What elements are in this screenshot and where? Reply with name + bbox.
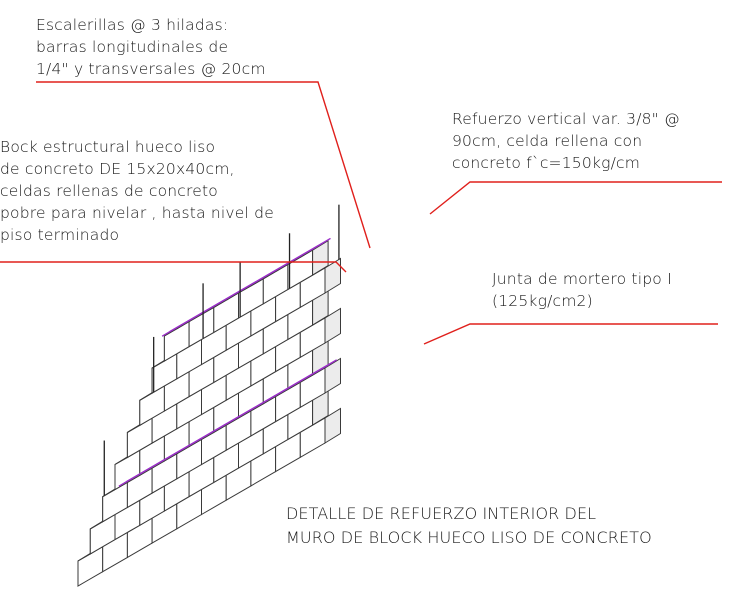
ladder-cross-bar <box>217 423 226 430</box>
vertical-rebars <box>103 204 340 496</box>
callout-line: pobre para nivelar , hasta nivel de <box>0 204 274 222</box>
callout-escalerillas: Escalerillas @ 3 hiladas: barras longitu… <box>36 14 266 80</box>
ladder-cross-bar <box>229 416 239 423</box>
ladder-cross-bar <box>279 388 288 394</box>
callout-line: 90cm, celda rellena con <box>452 132 643 150</box>
callout-line: de concreto DE 15x20x40cm, <box>0 160 235 178</box>
ladder-cross-bar <box>174 323 183 330</box>
callout-line: (125kg/cm2) <box>492 292 593 310</box>
title-line: DETALLE DE REFUERZO INTERIOR DEL <box>286 504 597 523</box>
ladder-cross-bar <box>192 438 202 444</box>
ladder-cross-bar <box>248 280 257 287</box>
ladder-cross-bar <box>291 380 300 387</box>
ladder-cross-bar <box>211 302 220 308</box>
ladder-cross-bar <box>316 366 325 373</box>
title-line: MURO DE BLOCK HUECO LISO DE CONCRETO <box>286 528 652 547</box>
ladder-cross-bar <box>131 473 140 480</box>
callout-line: Bock estructural hueco liso <box>0 138 216 156</box>
ladder-cross-bar <box>254 402 263 408</box>
ladder-cross-bar <box>273 266 282 273</box>
callout-line: concreto f`c=150kg/cm <box>452 154 641 172</box>
ladder-cross-bar <box>328 359 337 366</box>
ladder-cross-bar <box>155 459 164 466</box>
ladder-cross-bar <box>266 395 276 401</box>
callout-line: 1/4" y transversales @ 20cm <box>36 60 266 78</box>
callout-line: piso terminado <box>0 226 120 244</box>
drawing-title: DETALLE DE REFUERZO INTERIOR DEL MURO DE… <box>286 502 652 550</box>
callout-junta-mortero: Junta de mortero tipo I (125kg/cm2) <box>492 268 672 312</box>
block-end <box>324 407 341 444</box>
callout-line: barras longitudinales de <box>36 38 229 56</box>
ladder-cross-bar <box>223 295 232 301</box>
ladder-cross-bar <box>297 252 307 258</box>
ladder-cross-bar <box>310 245 319 251</box>
callout-block: Bock estructural hueco liso de concreto … <box>0 136 274 246</box>
ladder-cross-bar <box>143 466 152 473</box>
callout-line: Junta de mortero tipo I <box>492 270 672 288</box>
ladder-reinforcement <box>118 237 337 487</box>
callout-line: celdas rellenas de concreto <box>0 182 218 200</box>
ladder-cross-bar <box>186 316 195 323</box>
ladder-cross-bar <box>205 430 214 437</box>
callout-line: Escalerillas @ 3 hiladas: <box>36 16 229 34</box>
leader-line <box>0 261 347 273</box>
ladder-cross-bar <box>168 452 177 459</box>
ladder-cross-bar <box>161 330 171 337</box>
leader-line <box>423 323 718 345</box>
block-end <box>324 307 341 344</box>
block-end <box>324 357 341 394</box>
leader-line <box>36 81 371 249</box>
ladder-cross-bar <box>118 480 127 487</box>
ladder-cross-bar <box>242 409 251 416</box>
callout-line: Refuerzo vertical var. 3/8" @ <box>452 110 680 128</box>
leader-line <box>429 181 722 215</box>
block-end <box>324 257 341 294</box>
ladder-cross-bar <box>260 273 269 280</box>
ladder-cross-bar <box>322 238 331 244</box>
ladder-cross-bar <box>180 445 189 451</box>
ladder-cross-bar <box>303 373 313 380</box>
leader-lines <box>0 81 722 345</box>
callout-refuerzo-vertical: Refuerzo vertical var. 3/8" @ 90cm, celd… <box>452 108 680 174</box>
concrete-block-wall <box>77 239 341 587</box>
